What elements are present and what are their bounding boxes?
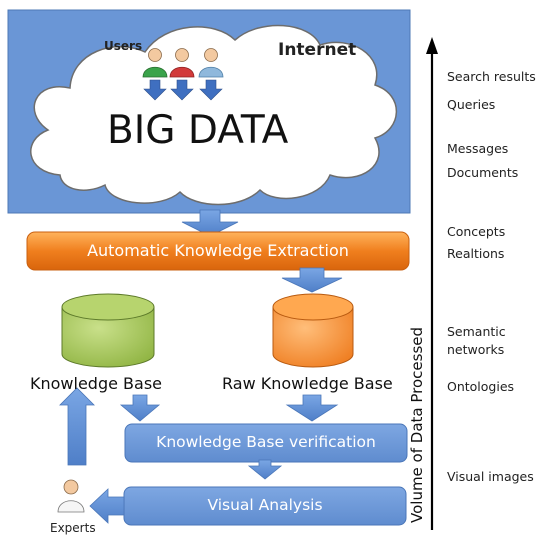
flow-arrow-icon — [119, 394, 161, 422]
expert-icon — [57, 479, 85, 513]
knowledge-base-label: Knowledge Base — [30, 374, 162, 393]
extraction-label: Automatic Knowledge Extraction — [87, 241, 349, 260]
visual-analysis-label: Visual Analysis — [207, 496, 323, 514]
down-arrow-icon — [170, 79, 194, 101]
user-icon-red — [169, 48, 195, 78]
axis-item-search-results: Search results — [447, 69, 536, 84]
experts-label: Experts — [50, 521, 96, 535]
raw-knowledge-base-database-icon — [272, 293, 354, 368]
flow-arrow-icon — [285, 394, 339, 422]
raw-knowledge-base-label: Raw Knowledge Base — [222, 374, 393, 393]
axis-item-visual-images: Visual images — [447, 469, 534, 484]
user-icon-blue — [198, 48, 224, 78]
flow-arrow-icon — [59, 387, 95, 466]
users-label: Users — [104, 39, 143, 53]
big-data-label: BIG DATA — [107, 108, 289, 153]
cloud-shape — [30, 24, 398, 206]
flow-arrow-icon — [181, 209, 239, 237]
axis-item-documents: Documents — [447, 165, 519, 180]
axis-item-ontologies: Ontologies — [447, 379, 515, 394]
axis-item-semantic: Semantic — [447, 324, 506, 339]
internet-label: Internet — [278, 40, 357, 60]
flow-arrow-icon — [247, 459, 283, 480]
volume-axis-arrow-icon — [426, 37, 438, 530]
extraction-bar — [26, 231, 410, 271]
verification-label: Knowledge Base verification — [156, 433, 376, 451]
volume-axis-label: Volume of Data Processed — [408, 326, 426, 523]
down-arrow-icon — [143, 79, 167, 101]
axis-item-networks: networks — [447, 342, 505, 357]
down-arrow-icon — [199, 79, 223, 101]
flow-arrow-icon — [89, 488, 125, 524]
axis-item-messages: Messages — [447, 141, 509, 156]
knowledge-base-database-icon — [61, 293, 155, 368]
flow-arrow-icon — [281, 267, 343, 293]
axis-item-queries: Queries — [447, 97, 496, 112]
user-icon-green — [142, 48, 168, 78]
axis-item-concepts: Concepts — [447, 224, 506, 239]
axis-item-realtions: Realtions — [447, 246, 505, 261]
